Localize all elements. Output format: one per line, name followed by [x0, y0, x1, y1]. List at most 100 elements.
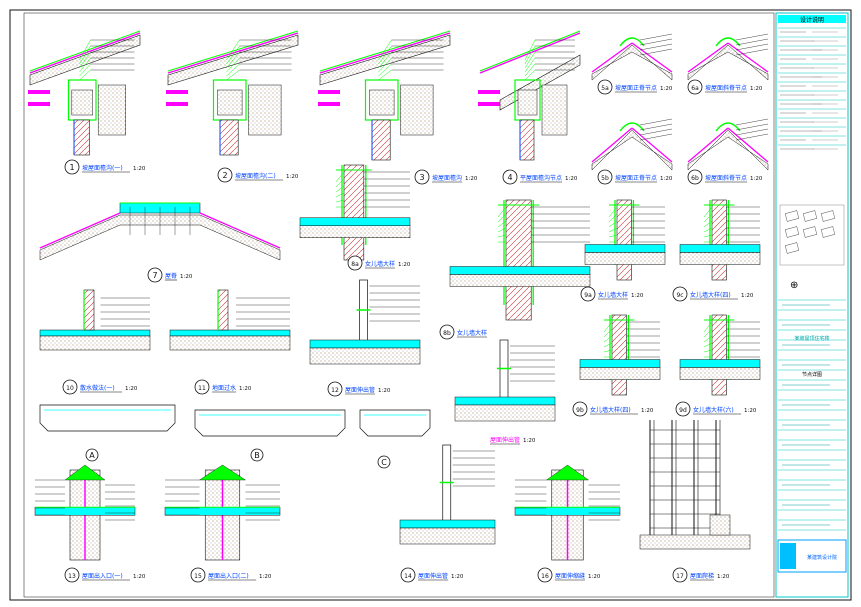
sheet-border	[9, 9, 852, 601]
detail-number-circle	[687, 169, 703, 185]
detail-title: 坡屋面檐沟(一)	[82, 164, 123, 172]
detail-scale: 1:20	[588, 574, 601, 580]
detail-number-circle	[62, 379, 78, 395]
detail-number: 10	[66, 385, 74, 392]
detail-number: 17	[676, 573, 684, 580]
detail-number: 12	[331, 387, 339, 394]
detail-number-circle	[400, 567, 416, 583]
north-arrow-icon: ⊕	[790, 280, 798, 291]
detail-title: 女儿墙大样(六)	[693, 406, 734, 414]
detail-9c: 9c 女儿墙大样(四) 1:20	[672, 199, 761, 302]
detail-number: 1	[69, 163, 74, 172]
detail-number-circle	[327, 381, 343, 397]
title-block-rows	[778, 27, 846, 531]
detail-number-circle	[675, 401, 691, 417]
detail-number-circle	[194, 379, 210, 395]
detail-scale: 1:20	[741, 293, 754, 299]
detail-scale: 1:20	[744, 408, 757, 414]
detail-title: 屋面伸出管	[345, 386, 375, 394]
detail-number-circle	[597, 79, 613, 95]
detail-scale: 1:20	[523, 438, 536, 444]
detail-scale: 1:20	[641, 408, 654, 414]
detail-scale: 1:20	[451, 574, 464, 580]
detail-title: 坡屋面檐沟(二)	[235, 172, 276, 180]
section-B: B	[194, 409, 346, 462]
detail-title: 屋面伸出管	[490, 436, 520, 444]
title-block: 设计说明 ⊕ 某坡屋顶住宅楼 节点详图 某建筑设计院	[775, 12, 849, 598]
detail-number: 9c	[676, 292, 683, 299]
title-block-project: 某坡屋顶住宅楼	[794, 335, 829, 342]
detail-title: 平屋面檐沟节点	[520, 174, 562, 182]
detail-number-circle	[597, 169, 613, 185]
detail-number: 8a	[351, 261, 359, 268]
section-A: A	[39, 404, 176, 462]
title-block-footer: 某建筑设计院	[807, 554, 837, 561]
detail-scale: 1:20	[180, 274, 193, 280]
detail-scale: 1:20	[660, 176, 673, 182]
detail-number-circle	[64, 567, 80, 583]
detail-title: 屋脊	[165, 272, 177, 280]
section-letter: A	[89, 451, 95, 460]
detail-number-circle	[347, 255, 363, 271]
detail-title: 女儿墙大样(四)	[590, 406, 631, 414]
detail-number-circle	[572, 401, 588, 417]
detail-number: 7	[152, 271, 157, 280]
detail-scale: 1:20	[239, 386, 252, 392]
title-block-header: 设计说明	[800, 16, 824, 24]
detail-number: 9d	[679, 407, 687, 414]
detail-title: 地面过水	[212, 384, 236, 392]
detail-title: 坡屋面正脊节点	[615, 84, 657, 92]
detail-number: 6b	[691, 175, 699, 182]
detail-number: 8b	[443, 330, 451, 337]
site-plan-sketch	[784, 210, 836, 254]
section-letter: B	[254, 451, 260, 460]
detail-number-circle	[537, 567, 553, 583]
detail-scale: 1:20	[398, 262, 411, 268]
detail-scale: 1:20	[717, 574, 730, 580]
detail-scale: 1:20	[631, 293, 644, 299]
detail-title: 女儿墙大样	[457, 329, 487, 337]
detail-title: 屋面爬梯	[690, 572, 714, 580]
detail-title: 坡屋面正脊节点	[615, 174, 657, 182]
detail-title: 女儿墙大样(四)	[690, 291, 731, 299]
detail-number-circle	[414, 169, 430, 185]
detail-number: 13	[68, 573, 76, 580]
detail-number-circle	[687, 79, 703, 95]
detail-number: 5a	[601, 85, 609, 92]
detail-number-circle	[580, 286, 596, 302]
